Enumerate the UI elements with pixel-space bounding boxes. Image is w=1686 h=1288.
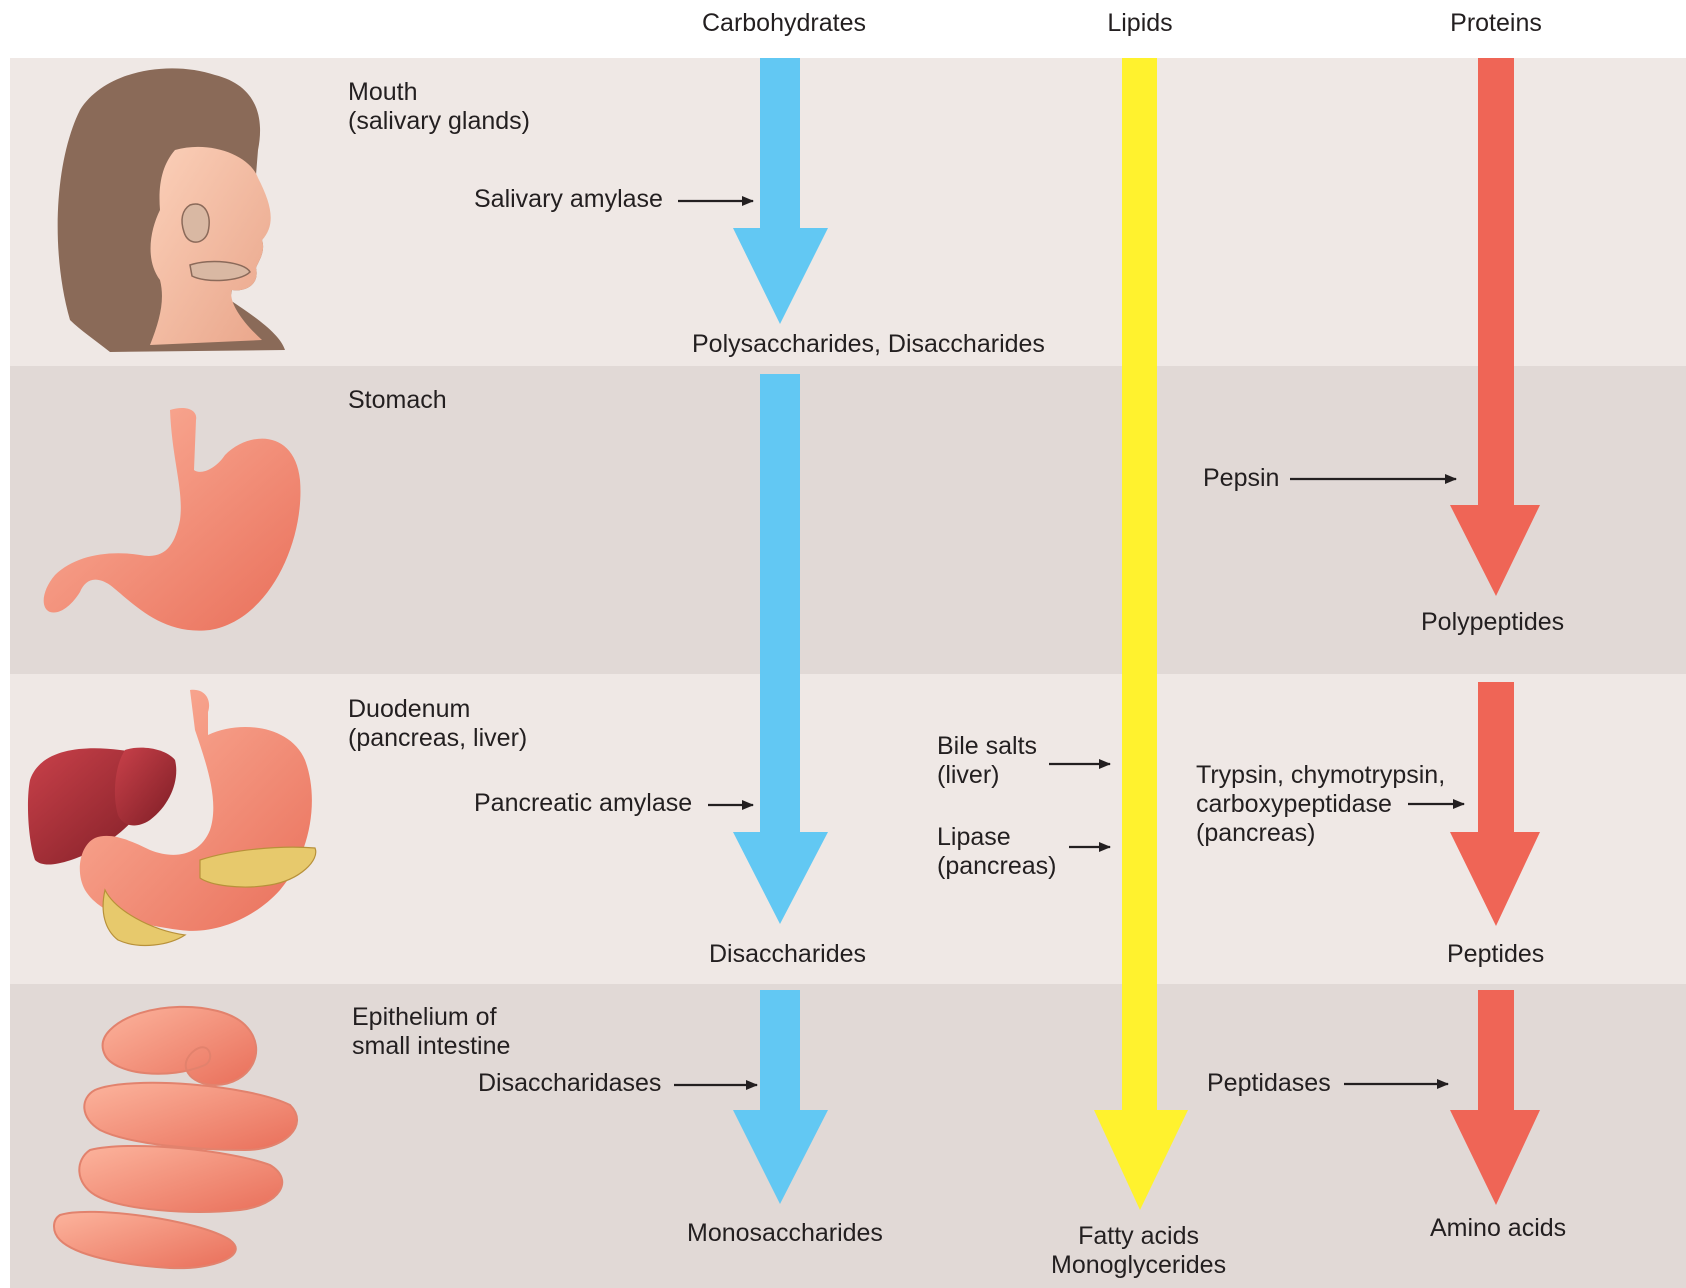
stomach-icon	[44, 408, 301, 631]
protein-arrows	[1450, 58, 1540, 1205]
small-intestine-icon	[54, 1007, 297, 1268]
liver-stomach-pancreas-icon	[28, 690, 316, 946]
protein-arrow-intestine	[1450, 990, 1540, 1205]
head-profile-icon	[58, 68, 285, 352]
protein-arrow-mouth-stomach	[1450, 58, 1540, 596]
lipid-arrow	[1094, 58, 1188, 1210]
carb-arrow-stomach-duodenum	[733, 374, 828, 924]
carbohydrate-arrows	[733, 58, 828, 1204]
carb-arrow-intestine	[733, 990, 828, 1204]
carb-arrow-mouth	[733, 58, 828, 324]
